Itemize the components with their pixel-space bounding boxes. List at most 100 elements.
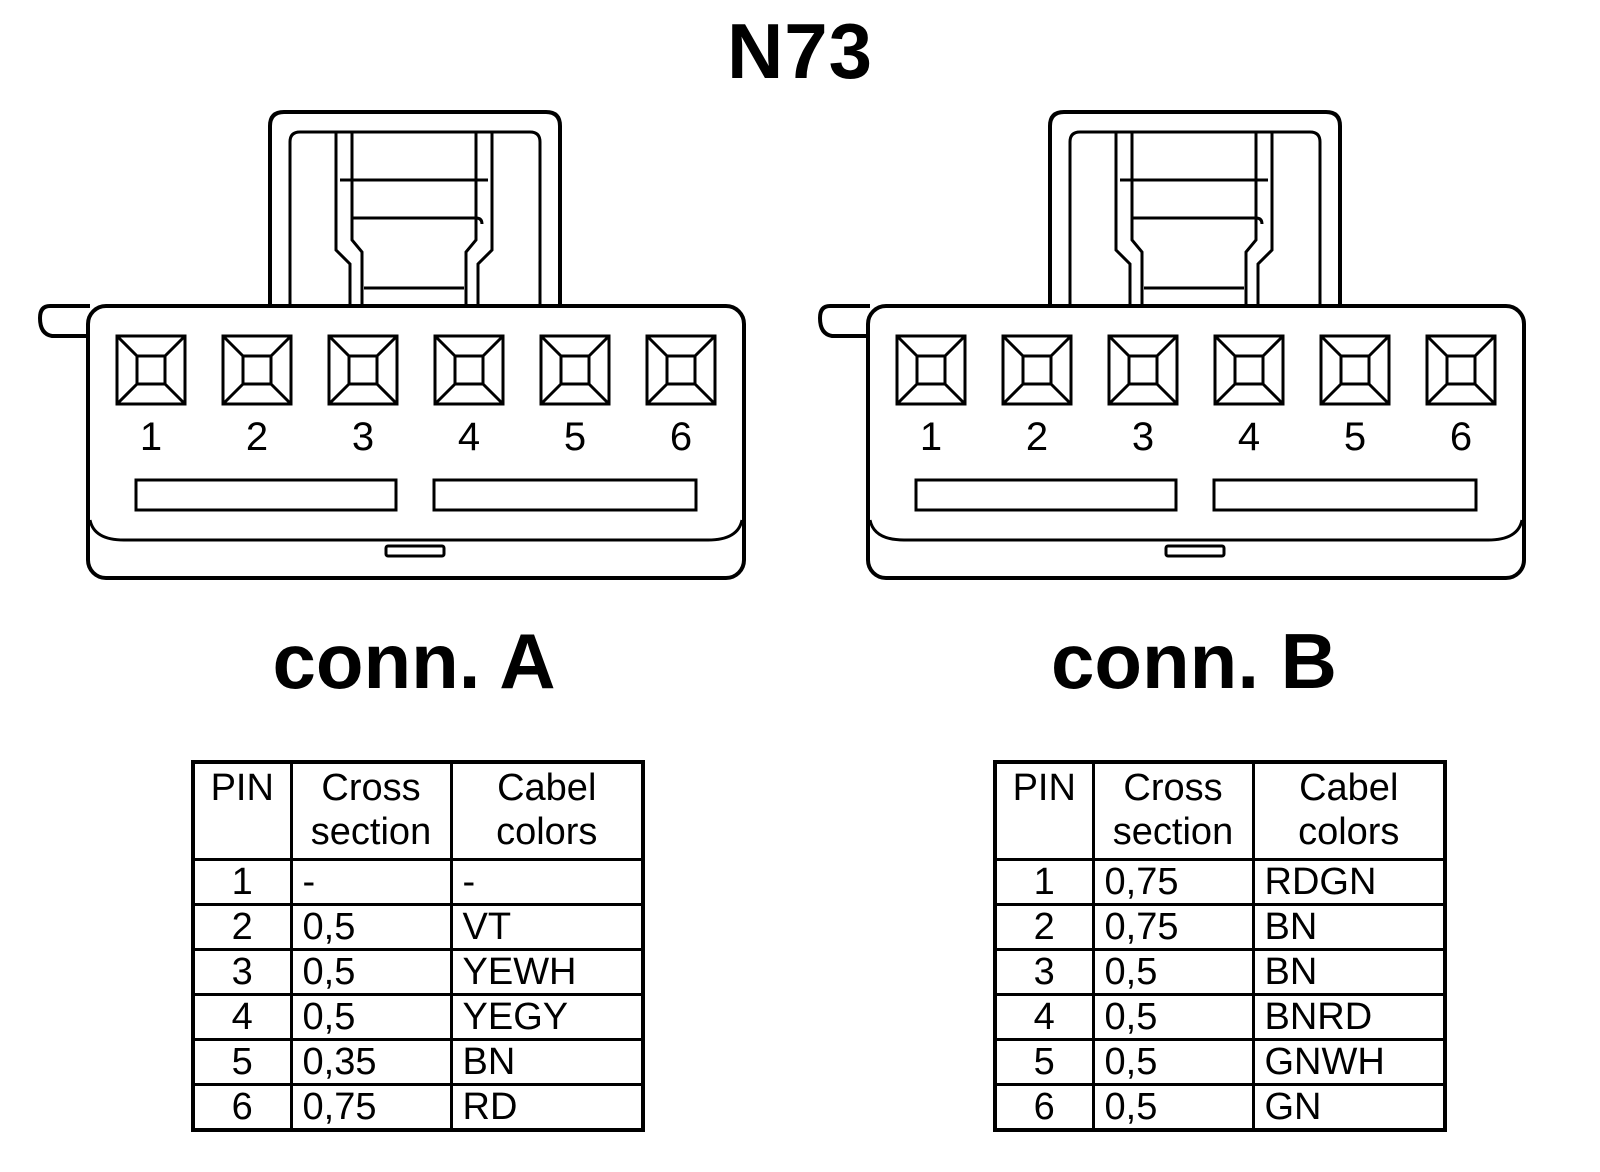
pin-cell: 6 [993, 1083, 1095, 1132]
terminal-5 [539, 334, 611, 406]
side-tab [818, 304, 870, 338]
terminal-1 [895, 334, 967, 406]
lock-slot-left [134, 478, 398, 512]
pin-number-label: 1 [920, 415, 942, 459]
cross-section-cell: 0,75 [1091, 858, 1255, 906]
cross-section-cell: - [289, 858, 453, 906]
pin-number-label: 5 [564, 415, 586, 459]
latch-outer [268, 110, 562, 304]
connector-b-label: conn. B [1051, 617, 1337, 705]
cable-color-cell: VT [449, 903, 645, 951]
cross-section-cell: 0,5 [1091, 993, 1255, 1041]
terminal-6 [645, 334, 717, 406]
cable-color-cell: YEWH [449, 948, 645, 996]
latch-outer [1048, 110, 1342, 304]
cable-color-cell: BN [1251, 903, 1447, 951]
side-tab [38, 304, 90, 338]
terminal-5 [1319, 334, 1391, 406]
pin-cell: 1 [993, 858, 1095, 906]
cable-color-cell: RD [449, 1083, 645, 1132]
terminal-1 [115, 334, 187, 406]
cable-color-cell: BN [1251, 948, 1447, 996]
cross-section-cell: 0,5 [1091, 948, 1255, 996]
cable-color-cell: GN [1251, 1083, 1447, 1132]
header-cable-colors: Cabel colors [449, 760, 645, 861]
pin-cell: 5 [191, 1038, 293, 1086]
diagram-title: N73 [726, 7, 874, 95]
connector-body [86, 304, 746, 580]
cross-section-cell: 0,75 [289, 1083, 453, 1132]
connector-a-label: conn. A [272, 617, 556, 705]
terminal-3 [1107, 334, 1179, 406]
connector-body [866, 304, 1526, 580]
header-cable-colors: Cabel colors [1251, 760, 1447, 861]
table-header-row: PIN Cross section Cabel colors [993, 760, 1447, 861]
pin-cell: 3 [993, 948, 1095, 996]
header-pin: PIN [993, 760, 1095, 861]
pin-number-label: 2 [1026, 415, 1048, 459]
cable-color-cell: RDGN [1251, 858, 1447, 906]
body-lower-edge [868, 519, 1524, 542]
pin-cell: 6 [191, 1083, 293, 1132]
cross-section-cell: 0,5 [1091, 1038, 1255, 1086]
lock-slot-right [432, 478, 698, 512]
latch-slide [334, 132, 494, 304]
cross-section-cell: 0,5 [289, 993, 453, 1041]
latch-inner [1068, 130, 1322, 304]
latch-slide [1114, 132, 1274, 304]
terminal-6 [1425, 334, 1497, 406]
pin-cell: 2 [191, 903, 293, 951]
pin-number-label: 3 [1132, 415, 1154, 459]
header-pin: PIN [191, 760, 293, 861]
polarization-key [1164, 544, 1226, 558]
terminal-2 [1001, 334, 1073, 406]
cross-section-cell: 0,35 [289, 1038, 453, 1086]
table-row: 1-- [191, 858, 645, 906]
body-lower-edge [88, 519, 744, 542]
lock-slot-left [914, 478, 1178, 512]
pin-number-label: 2 [246, 415, 268, 459]
cable-color-cell: BNRD [1251, 993, 1447, 1041]
pin-cell: 1 [191, 858, 293, 906]
terminal-2 [221, 334, 293, 406]
cable-color-cell: GNWH [1251, 1038, 1447, 1086]
terminal-4 [433, 334, 505, 406]
cross-section-cell: 0,5 [1091, 1083, 1255, 1132]
pin-number-label: 1 [140, 415, 162, 459]
table-header-row: PIN Cross section Cabel colors [191, 760, 645, 861]
pin-cell: 2 [993, 903, 1095, 951]
cross-section-cell: 0,75 [1091, 903, 1255, 951]
header-cross-section: Cross section [289, 760, 453, 861]
terminal-3 [327, 334, 399, 406]
polarization-key [384, 544, 446, 558]
pin-number-label: 6 [1450, 415, 1472, 459]
pin-number-label: 3 [352, 415, 374, 459]
pin-cell: 5 [993, 1038, 1095, 1086]
header-cross-section: Cross section [1091, 760, 1255, 861]
lock-slot-right [1212, 478, 1478, 512]
cable-color-cell: YEGY [449, 993, 645, 1041]
cross-section-cell: 0,5 [289, 903, 453, 951]
connector-b-drawing: 1 2 3 4 5 6 [818, 110, 1526, 580]
pin-number-label: 5 [1344, 415, 1366, 459]
pin-number-label: 6 [670, 415, 692, 459]
pin-cell: 4 [191, 993, 293, 1041]
cable-color-cell: - [449, 858, 645, 906]
terminal-4 [1213, 334, 1285, 406]
pin-cell: 4 [993, 993, 1095, 1041]
latch-inner [288, 130, 542, 304]
cross-section-cell: 0,5 [289, 948, 453, 996]
pin-number-label: 4 [1238, 415, 1260, 459]
